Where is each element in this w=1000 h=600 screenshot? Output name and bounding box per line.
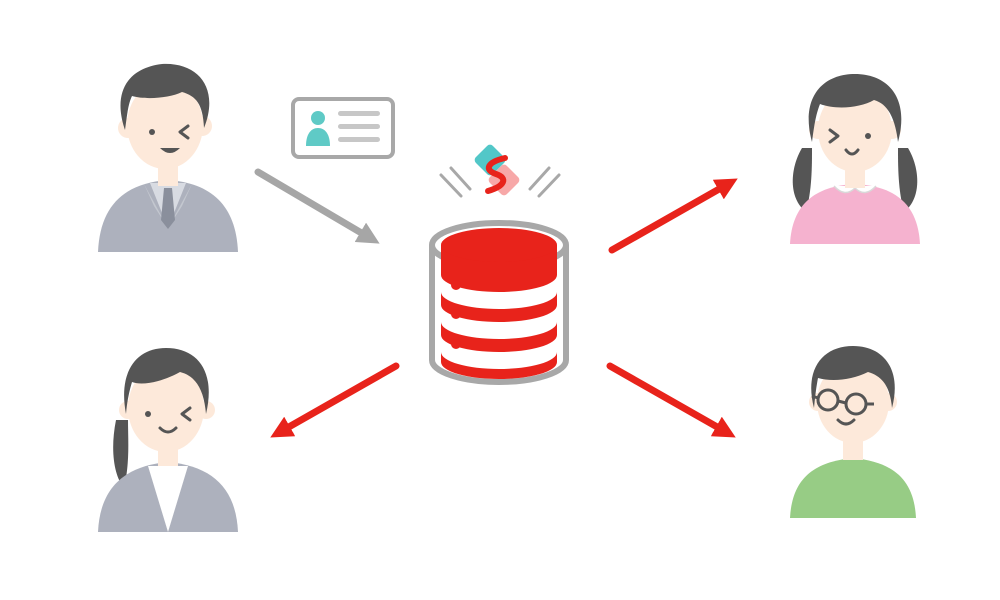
arrow-out-bottom-left xyxy=(270,362,400,438)
arrow-in xyxy=(254,168,380,244)
businesswoman-icon xyxy=(98,348,238,532)
arrow-out-top-right xyxy=(608,178,738,254)
id-card-icon xyxy=(291,97,395,159)
woman-pink-top-icon xyxy=(790,74,920,244)
app-logo-icon xyxy=(439,144,561,198)
arrow-out-bottom-right xyxy=(606,362,736,438)
database-icon xyxy=(429,220,569,385)
glasses-icon xyxy=(811,388,874,416)
businessman-icon xyxy=(98,63,238,252)
person-glasses-green-icon xyxy=(790,346,916,518)
